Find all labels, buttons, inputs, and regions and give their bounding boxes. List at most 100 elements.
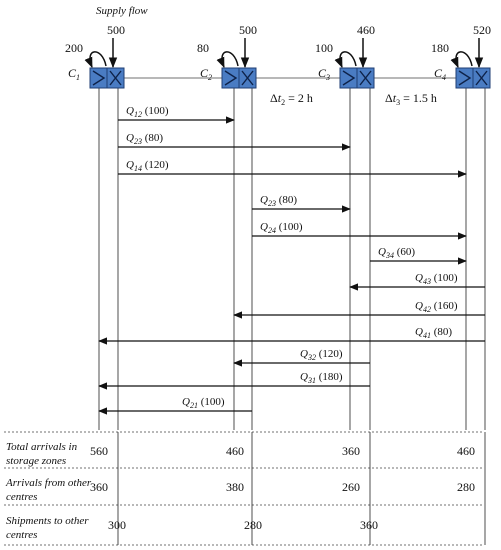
loop-arrow — [216, 51, 239, 68]
inbound-icon — [92, 70, 106, 86]
loop-value: 80 — [197, 41, 209, 55]
loop-arrow — [334, 51, 357, 68]
table-value: 460 — [226, 444, 244, 458]
flow-value: (100) — [142, 105, 169, 117]
delay-sub: 2 — [281, 98, 285, 107]
centre-name: C3 — [318, 66, 330, 82]
table-value: 300 — [108, 518, 126, 532]
table-value: 360 — [90, 480, 108, 494]
flow-value: (80) — [276, 194, 297, 206]
delay-sub: 3 — [396, 98, 400, 107]
flow-arrow: Q41 (80) — [98, 326, 485, 345]
flow-label: Q12 (100) — [126, 105, 169, 119]
flow-label: Q23 (80) — [126, 132, 163, 146]
loop-value: 100 — [315, 41, 333, 55]
outbound-icon — [241, 70, 254, 86]
flow-arrow: Q32 (120) — [233, 348, 370, 367]
flow-label: Q14 (120) — [126, 159, 169, 173]
delay-sym: t — [278, 91, 282, 105]
table-value: 560 — [90, 444, 108, 458]
row-label-arrivals-from-centres: Arrivals from other centres — [6, 477, 92, 503]
table-value: 260 — [342, 480, 360, 494]
flow-arrow: Q14 (120) — [118, 159, 467, 178]
outbound-icon — [109, 70, 122, 86]
flow-q: Q — [300, 348, 308, 360]
flow-sub: 34 — [385, 251, 394, 260]
flow-arrow: Q31 (180) — [98, 371, 370, 390]
flow-sub: 23 — [134, 137, 142, 146]
flow-label: Q31 (180) — [300, 371, 343, 385]
flow-value: (60) — [394, 246, 415, 258]
delay-label: Δt2 = 2 h — [270, 91, 313, 107]
flow-arrow: Q21 (100) — [98, 396, 252, 415]
table-value: 360 — [360, 518, 378, 532]
table-value: 360 — [342, 444, 360, 458]
flow-label: Q41 (80) — [415, 326, 452, 340]
flow-q: Q — [260, 194, 268, 206]
flow-label: Q23 (80) — [260, 194, 297, 208]
flow-arrow: Q43 (100) — [349, 272, 485, 291]
flow-sub: 32 — [307, 353, 316, 362]
flow-sub: 42 — [423, 305, 431, 314]
flow-value: (80) — [431, 326, 452, 338]
flow-arrow: Q12 (100) — [118, 105, 235, 124]
flow-sub: 12 — [134, 110, 142, 119]
flow-arrow: Q23 (80) — [118, 132, 351, 151]
delay-value: = 2 h — [285, 91, 313, 105]
flow-sub: 14 — [134, 164, 142, 173]
flow-sub: 43 — [423, 277, 431, 286]
loop-arrow — [84, 51, 107, 68]
flow-q: Q — [415, 272, 423, 284]
supply-value: 520 — [473, 23, 491, 37]
flow-value: (120) — [142, 159, 169, 171]
flow-q: Q — [182, 396, 190, 408]
flow-sub: 24 — [268, 226, 276, 235]
flow-value: (100) — [431, 272, 458, 284]
table-value: 380 — [226, 480, 244, 494]
flow-arrow: Q24 (100) — [252, 221, 467, 240]
flow-value: (80) — [142, 132, 163, 144]
outbound-icon — [359, 70, 372, 86]
delay-value: = 1.5 h — [400, 91, 437, 105]
flow-sub: 31 — [307, 376, 316, 385]
flow-label: Q34 (60) — [378, 246, 415, 260]
supply-value: 460 — [357, 23, 375, 37]
flow-value: (180) — [316, 371, 343, 383]
table-value: 460 — [457, 444, 475, 458]
flow-value: (100) — [198, 396, 225, 408]
loop-arrow — [450, 51, 473, 68]
supply-value: 500 — [239, 23, 257, 37]
flow-value: (120) — [316, 348, 343, 360]
delay-sym: t — [393, 91, 397, 105]
delay-delta: Δ — [270, 91, 278, 105]
centre-name-sub: 4 — [442, 73, 446, 82]
flow-label: Q43 (100) — [415, 272, 458, 286]
flow-value: (160) — [431, 300, 458, 312]
centre-name-sub: 2 — [208, 73, 212, 82]
flow-sub: 41 — [423, 331, 431, 340]
centre-name-sub: 1 — [76, 73, 80, 82]
loop-value: 180 — [431, 41, 449, 55]
flow-label: Q24 (100) — [260, 221, 303, 235]
delay-delta: Δ — [385, 91, 393, 105]
centre-name: C1 — [68, 66, 80, 82]
inbound-icon — [342, 70, 356, 86]
supply-value: 500 — [107, 23, 125, 37]
flow-q: Q — [378, 246, 386, 258]
flow-label: Q21 (100) — [182, 396, 225, 410]
centre-name: C4 — [434, 66, 446, 82]
flow-arrow: Q42 (160) — [233, 300, 485, 319]
flow-q: Q — [415, 326, 423, 338]
flow-label: Q42 (160) — [415, 300, 458, 314]
loop-value: 200 — [65, 41, 83, 55]
outbound-icon — [475, 70, 488, 86]
flow-q: Q — [126, 159, 134, 171]
table-value: 280 — [244, 518, 262, 532]
flow-q: Q — [126, 132, 134, 144]
flow-arrow: Q23 (80) — [252, 194, 351, 213]
row-label-total-arrivals: Total arrivals in storage zones — [6, 441, 78, 467]
